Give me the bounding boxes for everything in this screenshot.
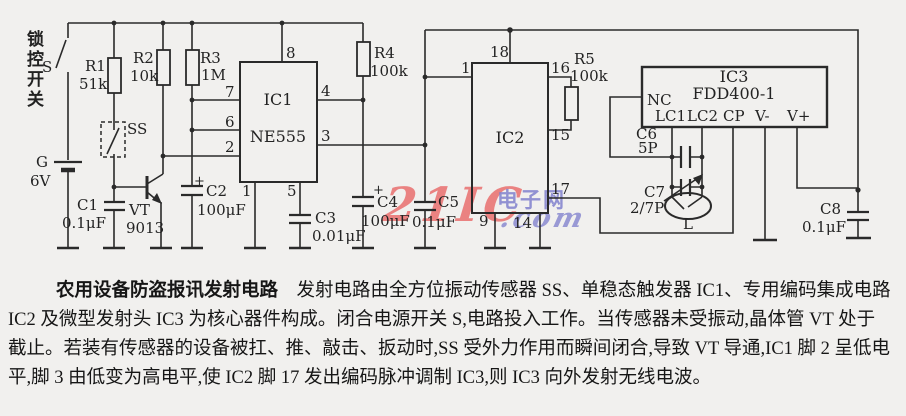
resistor-r1-body	[107, 57, 122, 94]
label-ic1-pin1: 1	[242, 182, 252, 200]
label-ic3: IC3	[720, 67, 749, 86]
label-ic3-model: FDD400-1	[693, 84, 776, 103]
label-ic1-pin8: 8	[286, 44, 296, 62]
inductor-l-symbol	[664, 192, 712, 220]
label-c5: C5	[438, 193, 459, 211]
caption-line-4: 平,脚 3 由低变为高电平,使 IC2 脚 17 发出编码脉冲调制 IC3,则 …	[8, 368, 712, 388]
capacitor-plates	[104, 146, 869, 225]
ic1-box	[239, 61, 318, 183]
transistor-vt-symbol	[145, 173, 164, 204]
inductor-l-leads	[671, 196, 703, 210]
label-c6-value: 5P	[638, 139, 658, 157]
label-battery-g: G	[36, 153, 48, 171]
label-ic2-pin16: 16	[551, 59, 570, 77]
label-sensor-ss: SS	[127, 120, 147, 138]
label-c1-value: 0.1μF	[62, 214, 106, 232]
label-ic1-pin3: 3	[321, 127, 331, 145]
label-ic3-pin-lc2: LC2	[687, 107, 718, 125]
label-r3: R3	[200, 49, 221, 67]
label-c7-value: 2/7P	[630, 199, 664, 217]
label-c4-value: 100μF	[361, 212, 410, 230]
ground-bars	[57, 236, 871, 250]
label-ic1-pin5: 5	[287, 182, 297, 200]
label-c1: C1	[77, 196, 98, 214]
label-ic2-pin17: 17	[551, 180, 570, 198]
label-inductor-l: L	[683, 215, 693, 233]
label-r2-value: 10k	[130, 67, 159, 85]
caption-line-3: 截止。若装有传感器的设备被扛、推、敲击、扳动时,SS 受外力作用而瞬间闭合,导致…	[8, 339, 891, 359]
label-c2: C2	[206, 182, 227, 200]
label-r2: R2	[133, 49, 154, 67]
ic2-box	[471, 62, 549, 214]
vt-emitter-arrow	[152, 193, 162, 204]
label-c6: C6	[636, 125, 657, 143]
label-ic3-pin-cp: CP	[723, 107, 745, 125]
label-c7: C7	[644, 183, 665, 201]
label-c3-value: 0.01μF	[312, 227, 366, 245]
label-ic1-pin6: 6	[225, 113, 235, 131]
ic3-box	[640, 65, 829, 129]
sensor-ss-box	[100, 121, 126, 158]
label-r1-value: 51k	[79, 75, 108, 93]
label-ic1-pin7: 7	[225, 83, 235, 101]
resistor-r2-body	[156, 49, 171, 86]
resistor-r4-body	[356, 41, 371, 77]
label-c2-plus: +	[194, 174, 205, 189]
label-ic3-pin-lc1: LC1	[655, 107, 686, 125]
label-ic2-pin18: 18	[490, 43, 509, 61]
label-r1: R1	[85, 57, 106, 75]
c7-trimmer-arrowhead	[693, 174, 703, 185]
inductor-l-loop	[664, 192, 712, 220]
label-c5-value: 0.1μF	[412, 213, 456, 231]
label-ic2-pin14: 14	[513, 214, 532, 232]
label-switch-s: S	[42, 58, 52, 76]
caption-title: 农用设备防盗报讯发射电路	[56, 281, 279, 301]
label-r4: R4	[374, 44, 395, 62]
label-c8: C8	[820, 200, 841, 218]
label-ic1-pin4: 4	[321, 82, 331, 100]
label-vt: VT	[128, 201, 150, 219]
label-c8-value: 0.1μF	[802, 218, 846, 236]
lock-switch-side-label: 锁控开关	[23, 30, 43, 110]
label-vt-model: 9013	[126, 219, 164, 237]
label-r4-value: 100k	[370, 62, 409, 80]
label-c4-plus: +	[373, 183, 384, 198]
label-r3-value: 1M	[201, 66, 226, 84]
caption-line-1: 农用设备防盗报讯发射电路 发射电路由全方位振动传感器 SS、单稳态触发器 IC1…	[8, 277, 900, 306]
label-c3: C3	[315, 209, 336, 227]
resistor-r3-body	[185, 49, 200, 86]
label-r5-value: 100k	[570, 67, 609, 85]
label-battery-6v: 6V	[30, 172, 52, 190]
label-ic2: IC2	[496, 128, 525, 147]
label-ic3-pin-nc: NC	[647, 91, 672, 109]
caption-line-1-body: 发射电路由全方位振动传感器 SS、单稳态触发器 IC1、专用编码集成电路	[278, 281, 891, 301]
label-c2-value: 100μF	[197, 201, 246, 219]
resistor-r5-body	[564, 86, 579, 121]
label-ic1-model: NE555	[250, 127, 306, 146]
label-ic1-pin2: 2	[225, 138, 235, 156]
caption-text: 农用设备防盗报讯发射电路 发射电路由全方位振动传感器 SS、单稳态触发器 IC1…	[8, 277, 900, 393]
label-ic2-pin15: 15	[551, 126, 570, 144]
circuit-wires	[55, 22, 859, 248]
caption-line-2: IC2 及微型发射头 IC3 为核心器件构成。闭合电源开关 S,电路投入工作。当…	[8, 310, 876, 330]
junction-dots	[111, 20, 861, 193]
label-ic3-pin-vminus: V-	[754, 107, 770, 125]
resistor-bodies	[107, 41, 579, 121]
label-ic1: IC1	[264, 90, 293, 109]
label-ic2-pin9: 9	[479, 212, 489, 230]
label-r5: R5	[574, 50, 595, 68]
circuit-schematic: S G 6V R1 51k R2 10k R3 1M R4 100k R5 10…	[30, 20, 871, 250]
label-ic2-pin1: 1	[461, 59, 471, 77]
label-c4: C4	[377, 193, 398, 211]
label-ic3-pin-vplus: V+	[786, 107, 810, 125]
